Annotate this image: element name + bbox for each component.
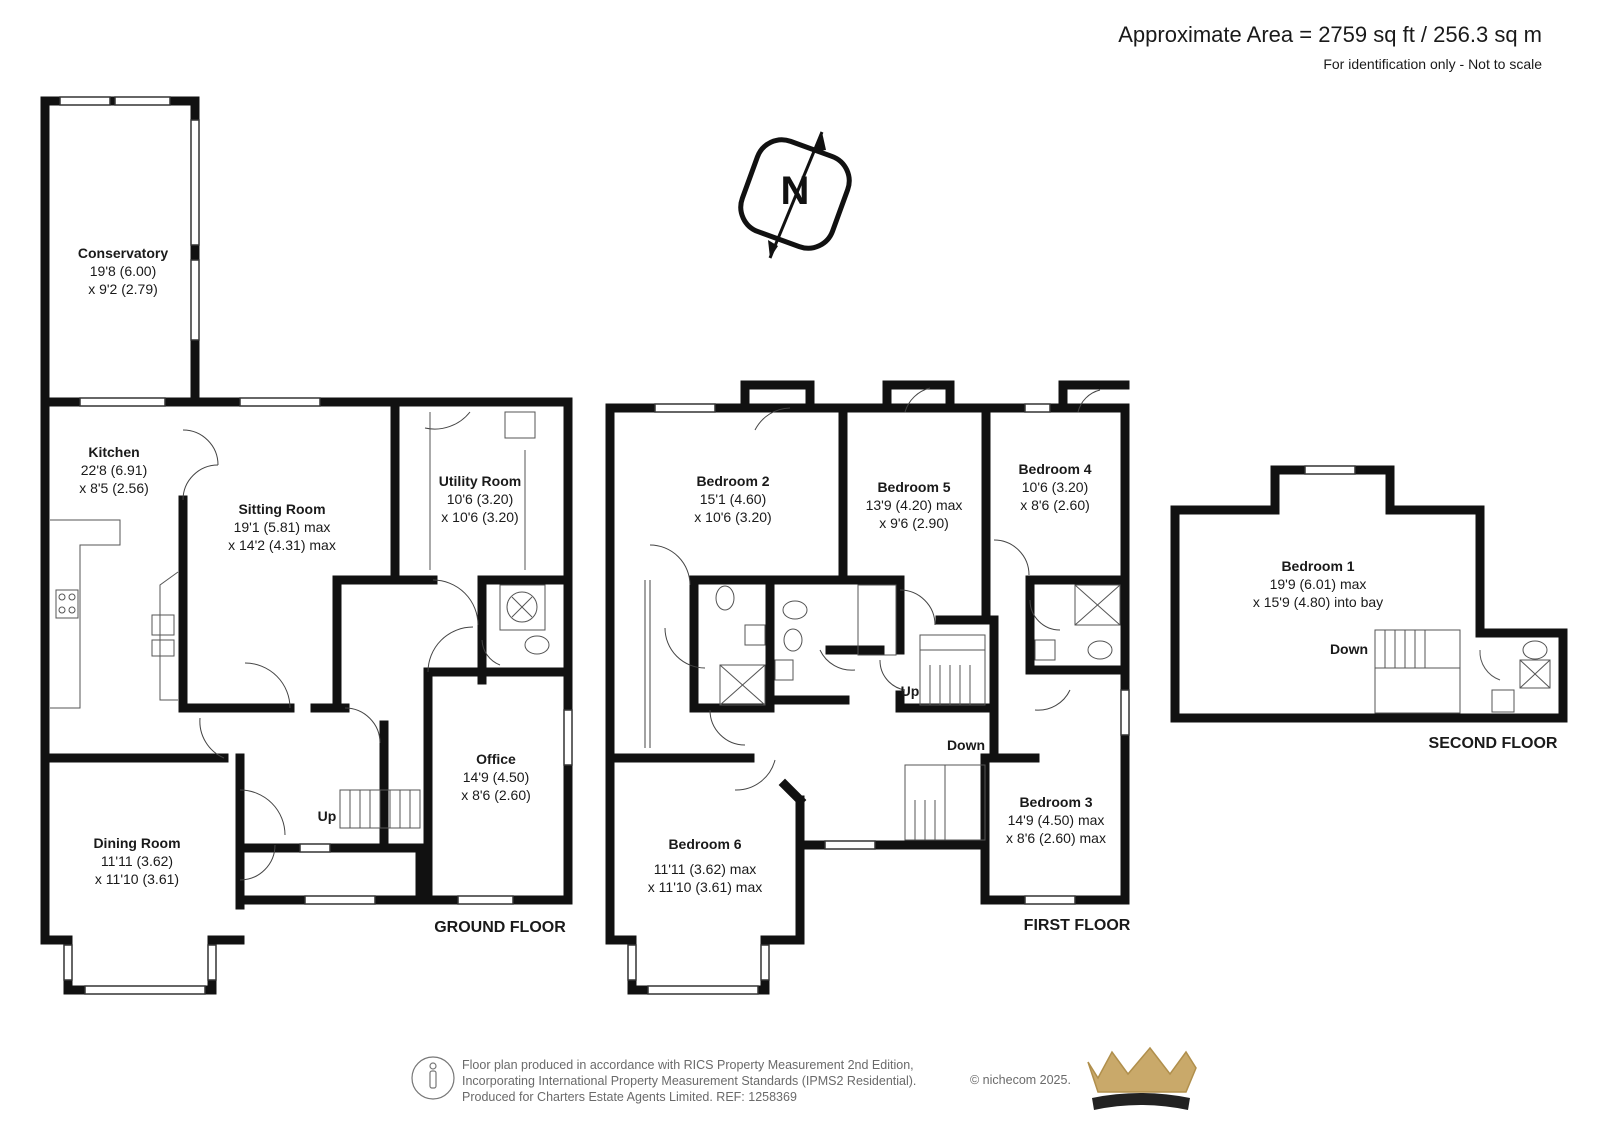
room-dim: x 8'5 (2.56) (79, 480, 149, 496)
room-dim: 19'9 (6.01) max (1270, 576, 1367, 592)
first-floor-doors (644, 387, 1101, 791)
ground-stairs (339, 789, 421, 829)
footer-disclaimer: Floor plan produced in accordance with R… (462, 1057, 916, 1105)
room-dim: 10'6 (3.20) (1022, 479, 1089, 495)
room-name: Kitchen (88, 444, 139, 460)
room-name: Bedroom 5 (877, 479, 950, 495)
room-dim: 11'11 (3.62) max (654, 861, 757, 877)
header: Approximate Area = 2759 sq ft / 256.3 sq… (1118, 22, 1542, 72)
room-name: Bedroom 2 (696, 473, 769, 489)
crown-logo-icon (1087, 1046, 1197, 1110)
room-dim: x 9'2 (2.79) (88, 281, 158, 297)
stairs-down-label: Down (1330, 641, 1368, 657)
room-dim: x 15'9 (4.80) into bay (1253, 594, 1383, 610)
room-name: Bedroom 6 (668, 836, 741, 852)
north-compass-icon: N (738, 131, 852, 259)
second-floor-details (1304, 465, 1551, 714)
stairs-down-label: Down (947, 737, 985, 753)
room-dim: 10'6 (3.20) (447, 491, 514, 507)
scale-disclaimer: For identification only - Not to scale (1323, 56, 1542, 72)
footer-line: Produced for Charters Estate Agents Limi… (462, 1090, 797, 1104)
room-name: Bedroom 1 (1281, 558, 1354, 574)
room-dim: 22'8 (6.91) (81, 462, 148, 478)
room-name: Utility Room (439, 473, 521, 489)
room-dim: 14'9 (4.50) (463, 769, 530, 785)
room-dim: 15'1 (4.60) (700, 491, 767, 507)
room-dim: x 11'10 (3.61) (95, 871, 179, 887)
room-dim: x 11'10 (3.61) max (648, 879, 762, 895)
room-name: Dining Room (93, 835, 180, 851)
room-dim: 14'9 (4.50) max (1008, 812, 1105, 828)
ground-floor-windows (59, 96, 573, 995)
first-floor-windows (627, 403, 1130, 995)
room-dim: x 14'2 (4.31) max (228, 537, 336, 553)
room-name: Bedroom 4 (1018, 461, 1091, 477)
room-dim: x 10'6 (3.20) (441, 509, 518, 525)
room-dim: x 8'6 (2.60) max (1006, 830, 1106, 846)
footer-line: Incorporating International Property Mea… (462, 1074, 917, 1088)
compass-letter: N (781, 169, 810, 213)
footer-copyright: © nichecom 2025. (970, 1073, 1071, 1087)
floor-label-ground: GROUND FLOOR (434, 919, 566, 936)
room-dim: x 9'6 (2.90) (879, 515, 949, 531)
room-name: Bedroom 3 (1019, 794, 1092, 810)
stairs-up-label: Up (901, 683, 920, 699)
room-dim: x 8'6 (2.60) (1020, 497, 1090, 513)
ground-floor-doors (182, 411, 501, 881)
floor-label-second: SECOND FLOOR (1429, 735, 1558, 752)
person-icon (411, 1056, 455, 1100)
room-name: Conservatory (78, 245, 168, 261)
approximate-area: Approximate Area = 2759 sq ft / 256.3 sq… (1118, 22, 1542, 47)
ground-floor-walls (40, 96, 573, 995)
room-dim: x 10'6 (3.20) (694, 509, 771, 525)
utility-fixtures (429, 411, 550, 655)
footer-line: Floor plan produced in accordance with R… (462, 1058, 914, 1072)
room-dim: 13'9 (4.20) max (866, 497, 963, 513)
room-dim: 19'8 (6.00) (90, 263, 157, 279)
first-floor-fixtures (715, 584, 1121, 841)
room-dim: x 8'6 (2.60) (461, 787, 531, 803)
room-name: Office (476, 751, 516, 767)
room-name: Sitting Room (238, 501, 325, 517)
stairs-up-label: Up (318, 808, 337, 824)
second-floor-walls (1170, 465, 1568, 723)
floor-label-first: FIRST FLOOR (1024, 917, 1131, 934)
kitchen-counters (50, 519, 179, 709)
room-dim: 11'11 (3.62) (101, 853, 173, 869)
room-dim: 19'1 (5.81) max (234, 519, 331, 535)
